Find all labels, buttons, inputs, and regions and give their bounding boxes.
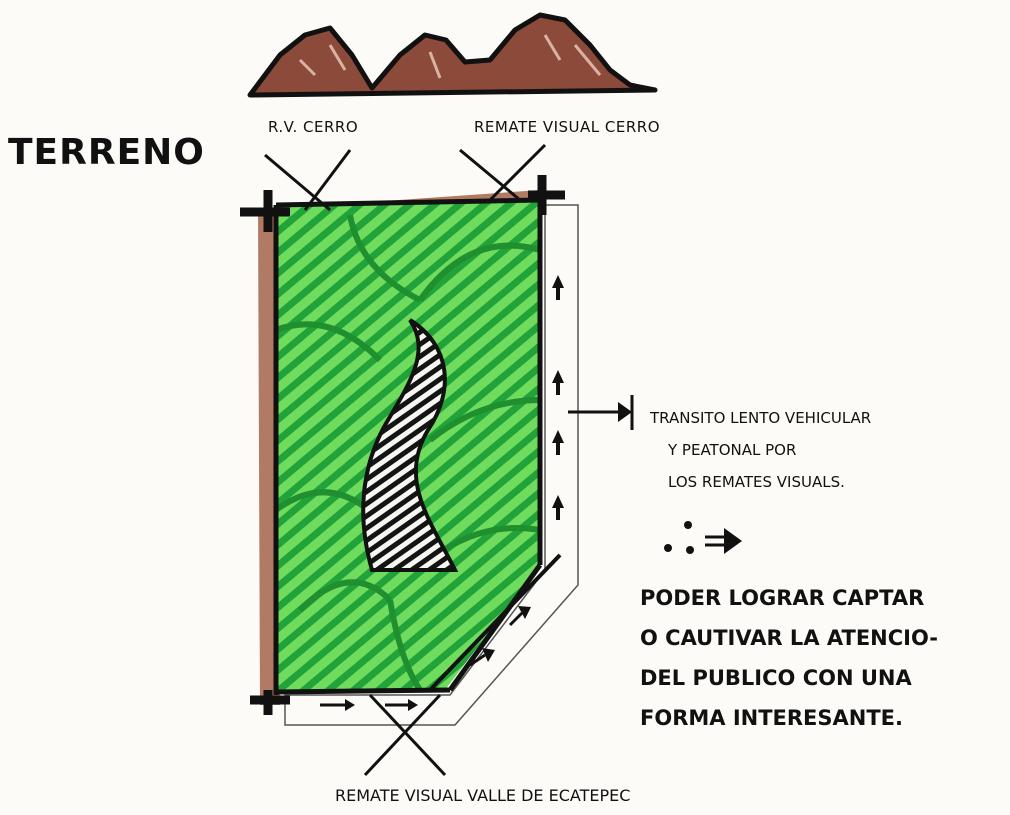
mountain-range	[247, 12, 658, 98]
up-arrows	[552, 275, 564, 520]
flow-arrows	[320, 606, 531, 711]
transit-note-line: Y PEATONAL POR	[668, 441, 797, 459]
label-remate-cerro: REMATE VISUAL CERRO	[474, 118, 661, 136]
transit-note-line: LOS REMATES VISUALS.	[668, 473, 845, 491]
goal-note: PODER LOGRAR CAPTAR O CAUTIVAR LA ATENCI…	[640, 578, 1000, 738]
goal-note-line: FORMA INTERESANTE.	[640, 706, 904, 730]
mountains-sketch	[247, 12, 658, 98]
goal-note-line: DEL PUBLICO CON UNA	[640, 666, 912, 690]
goal-note-line: PODER LOGRAR CAPTAR	[640, 586, 925, 610]
note-pointer	[568, 395, 634, 430]
winding-path	[361, 318, 459, 572]
transit-note: TRANSITO LENTO VEHICULAR Y PEATONAL POR …	[650, 402, 990, 498]
therefore-symbol	[664, 521, 742, 554]
sidewalk-strip	[284, 204, 579, 726]
label-remate-valle: REMATE VISUAL VALLE DE ECATEPEC	[335, 786, 631, 805]
site-outline	[240, 175, 565, 715]
transit-note-line: TRANSITO LENTO VEHICULAR	[650, 409, 872, 427]
page-title: TERRENO	[8, 132, 205, 173]
label-rv-cerro: R.V. CERRO	[268, 118, 359, 136]
goal-note-line: O CAUTIVAR LA ATENCIO-	[640, 626, 938, 650]
sight-lines	[264, 143, 547, 777]
